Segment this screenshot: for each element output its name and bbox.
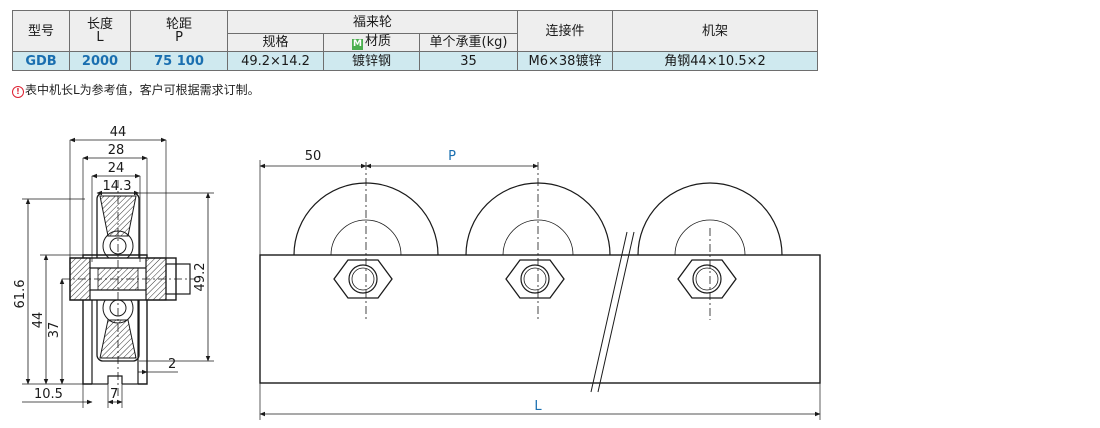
dim-49-2: 49.2 [193,263,208,292]
cell-material: 镀锌钢 [323,51,420,71]
header-model: 型号 [12,10,70,52]
dim-7: 7 [110,387,118,402]
cell-model: GDB [12,51,70,71]
warning-circle-icon: ! [12,86,24,98]
dim-50: 50 [305,149,322,164]
note: !表中机长L为参考值，客户可根据需求订制。 [12,81,260,98]
dim-14-3: 14.3 [103,179,132,194]
cell-spec: 49.2×14.2 [227,51,324,71]
dim-2: 2 [168,357,176,372]
dim-p: P [448,149,456,164]
cell-pitch: 75 100 [130,51,228,71]
header-spec: 规格 [227,33,324,52]
dim-28: 28 [108,143,125,158]
dim-44: 44 [110,125,127,140]
table-row: GDB 2000 75 100 49.2×14.2 镀锌钢 35 M6×38镀锌… [12,51,818,71]
cell-length: 2000 [69,51,131,71]
dim-10-5: 10.5 [34,387,63,402]
front-view [259,160,821,420]
material-badge-icon: M [351,39,363,50]
dim-37: 37 [47,322,62,339]
header-frame: 机架 [612,10,818,52]
cell-load: 35 [419,51,518,71]
dim-61-6: 61.6 [13,280,28,309]
cell-frame: 角钢44×10.5×2 [612,51,818,71]
dim-24: 24 [108,161,125,176]
cell-connector: M6×38镀锌 [517,51,613,71]
side-view [22,137,214,408]
header-load: 单个承重(kg) [419,33,518,52]
dim-l: L [534,399,542,414]
dim-44-vertical: 44 [31,312,46,329]
